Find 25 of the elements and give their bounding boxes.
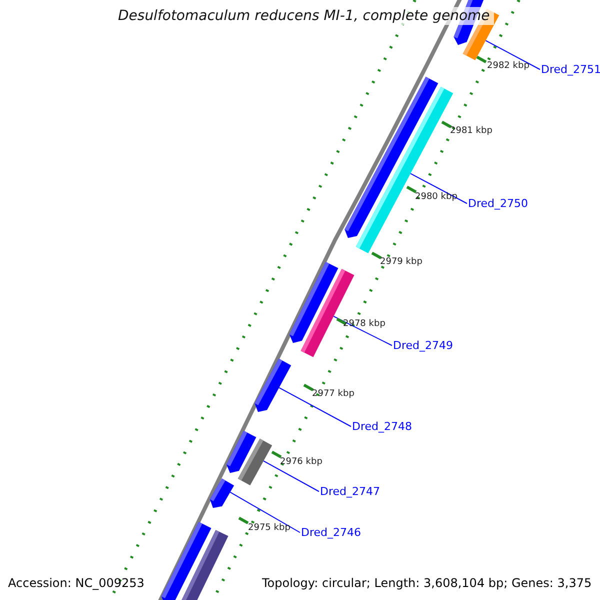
scale-label: 2975 kbp [248,523,290,533]
leader-line [263,460,320,492]
gene-label: Dred_2747 [320,485,380,498]
gene-label: Dred_2749 [393,339,453,352]
leader-line [410,173,468,204]
footer-text: Accession: NC_009253 [8,576,144,590]
scale-label: 2980 kbp [415,192,458,202]
gene-bar [180,530,228,600]
gene-label: Dred_2750 [468,197,528,210]
scale-label: 2977 kbp [312,389,354,399]
leader-line [278,387,352,427]
scale-label: 2981 kbp [450,126,492,136]
gene-feature [254,358,292,412]
scale-label: 2976 kbp [280,457,322,467]
gene-label: Dred_2746 [301,526,361,539]
leader-line [230,492,300,533]
leader-line [333,316,392,346]
gene-label: Dred_2748 [352,420,412,433]
gene-feature [210,478,234,508]
scale-label: 2982 kbp [487,61,530,71]
footer-text: Topology: circular; Length: 3,608,104 bp; Genes: 3,375 [262,576,592,590]
gene-bar [238,438,272,486]
scale-label: 2979 kbp [380,257,422,267]
leader-line [485,40,540,70]
gene-label: Dred_2751 [541,63,600,76]
